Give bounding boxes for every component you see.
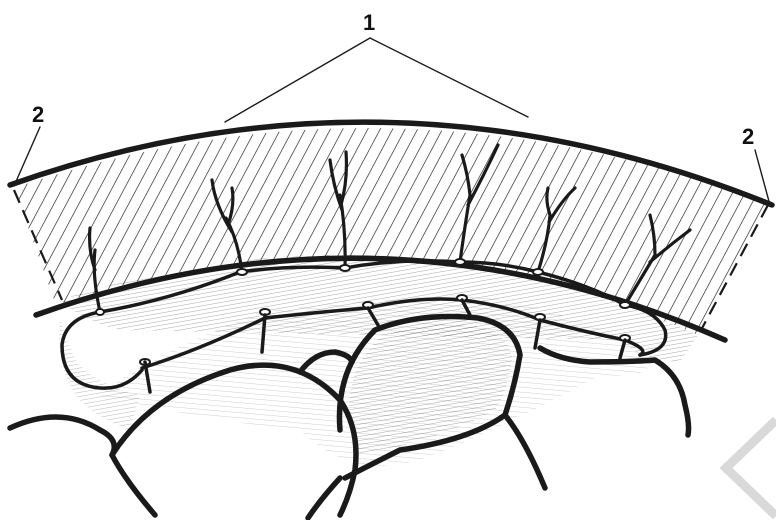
label-1: 1 (363, 10, 375, 35)
label-2-left: 2 (32, 102, 44, 127)
watermark-chevron-icon (726, 420, 776, 516)
label-2-right: 2 (742, 124, 754, 149)
